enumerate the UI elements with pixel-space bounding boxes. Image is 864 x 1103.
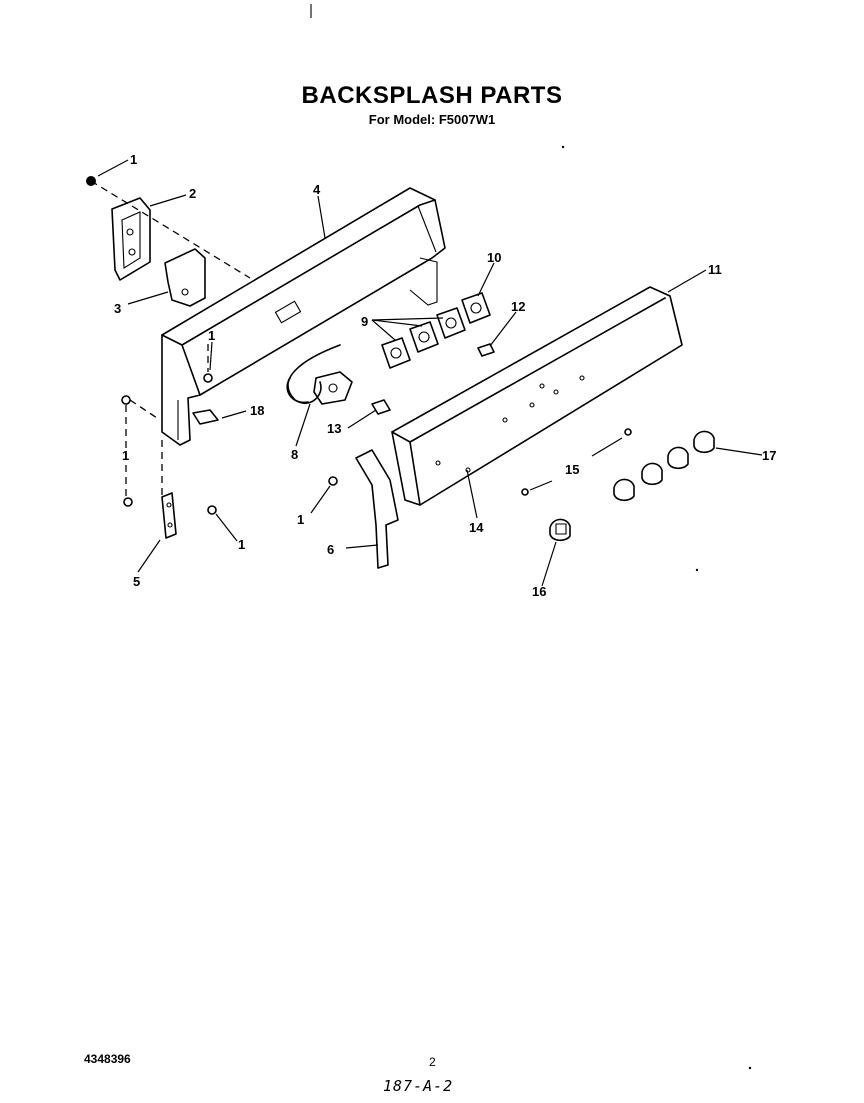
switch-part-13	[371, 399, 391, 415]
part-label-1-right: 1	[238, 537, 245, 552]
screw-part-1-lower-top	[121, 395, 131, 405]
part-label-6: 6	[327, 542, 334, 557]
screw-part-1-side	[328, 476, 338, 486]
pin-part-15	[521, 428, 632, 496]
part-label-18: 18	[250, 403, 264, 418]
handwritten-note: 187-A-2	[383, 1077, 454, 1095]
part-label-14: 14	[469, 520, 484, 535]
bracket-part-5	[161, 492, 177, 539]
bracket-part-2	[111, 197, 151, 281]
assembly-dash-line	[129, 399, 161, 421]
leader-lines	[97, 159, 763, 587]
part-label-10: 10	[487, 250, 501, 265]
wire-harness-part-8	[286, 344, 353, 405]
bracket-part-3	[164, 248, 206, 307]
clip-part-18	[192, 409, 219, 425]
page-number: 2	[429, 1055, 436, 1069]
screw-part-1-panel	[203, 344, 213, 383]
part-label-2: 2	[189, 186, 196, 201]
infinite-switches-part-9	[381, 307, 466, 369]
component-part-12	[477, 343, 495, 357]
screw-part-1-lower-bottom	[123, 497, 133, 507]
control-panel-part-11	[391, 286, 683, 506]
part-label-3: 3	[114, 301, 121, 316]
part-label-1-top: 1	[130, 152, 137, 167]
model-subtitle: For Model: F5007W1	[368, 112, 496, 127]
scan-dot	[561, 145, 565, 149]
part-label-4: 4	[313, 182, 321, 197]
backsplash-panel-part-4	[161, 187, 446, 446]
part-label-5: 5	[133, 574, 140, 589]
part-label-11: 11	[708, 262, 722, 277]
knob-part-16	[549, 518, 571, 542]
screw-part-1-right	[207, 505, 217, 515]
scan-dot	[695, 568, 699, 572]
scan-dot	[748, 1066, 752, 1070]
part-label-17: 17	[762, 448, 776, 463]
part-label-15: 15	[565, 462, 579, 477]
part-label-8: 8	[291, 447, 298, 462]
side-bracket-part-6	[355, 449, 399, 569]
part-label-1-panel: 1	[208, 328, 215, 343]
switch-part-10	[461, 292, 491, 324]
page-title: BACKSPLASH PARTS	[301, 82, 563, 109]
part-label-12: 12	[511, 299, 525, 314]
part-label-13: 13	[327, 421, 341, 436]
part-label-9: 9	[361, 314, 368, 329]
part-label-1-side: 1	[297, 512, 304, 527]
document-number: 4348396	[84, 1052, 131, 1066]
part-label-1-lower: 1	[122, 448, 129, 463]
part-label-16: 16	[532, 584, 546, 599]
knobs-part-17	[613, 430, 715, 502]
